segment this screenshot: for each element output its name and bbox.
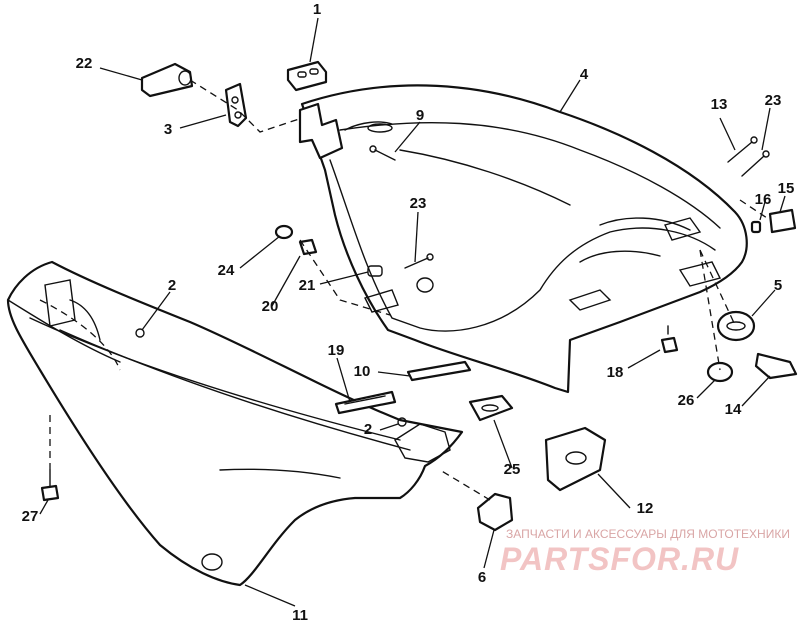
callout-4: 4 [580,66,589,83]
callout-1: 1 [313,1,321,18]
watermark-logo: PARTSFOR.RU [500,541,739,577]
callout-2-lower: 2 [364,421,372,438]
callout-numbers: 1 2 2 3 4 5 6 9 10 11 12 13 14 15 16 18 … [22,1,795,623]
callout-3: 3 [164,121,172,138]
assembly-lines [49,79,771,501]
callout-9: 9 [416,107,424,124]
callout-2-upper: 2 [168,277,176,294]
callout-15: 15 [778,180,795,197]
callout-24: 24 [218,262,235,279]
callout-16: 16 [755,191,772,208]
callout-18: 18 [607,364,624,381]
callout-27: 27 [22,508,39,525]
callout-20: 20 [262,298,279,315]
callout-22: 22 [76,55,93,72]
watermark: ЗАПЧАСТИ И АКСЕССУАРЫ ДЛЯ МОТОТЕХНИКИ PA… [500,527,790,577]
callout-26: 26 [678,392,695,409]
callout-6: 6 [478,569,486,586]
callout-19: 19 [328,342,345,359]
callout-21: 21 [299,277,316,294]
callout-23-right: 23 [765,92,782,109]
callout-14: 14 [725,401,742,418]
upper-cowl-part-4 [298,84,748,394]
lower-cowl-part-11 [6,260,464,587]
callout-12: 12 [637,500,654,517]
callout-23-left: 23 [410,195,427,212]
callout-5: 5 [774,277,782,294]
leader-lines [39,17,786,607]
callout-11: 11 [292,607,308,623]
watermark-caption: ЗАПЧАСТИ И АКСЕССУАРЫ ДЛЯ МОТОТЕХНИКИ [506,527,790,541]
small-parts [40,60,798,532]
callout-13: 13 [711,96,728,113]
callout-25: 25 [504,461,521,478]
callout-10: 10 [354,363,371,380]
